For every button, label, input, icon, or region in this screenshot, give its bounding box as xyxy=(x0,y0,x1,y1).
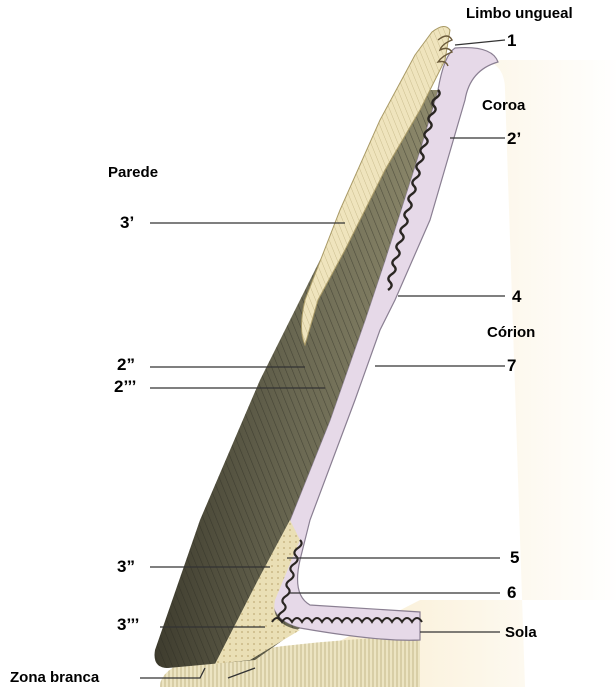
label-3-triple-prime: 3’’’ xyxy=(117,616,139,633)
label-limbo-ungueal: Limbo ungueal xyxy=(466,6,573,21)
label-corion: Córion xyxy=(487,325,535,340)
label-3-double-prime: 3” xyxy=(117,558,135,575)
label-coroa: Coroa xyxy=(482,98,525,113)
label-2-double-prime: 2” xyxy=(117,356,135,373)
label-2-prime: 2’ xyxy=(507,130,521,147)
label-parede: Parede xyxy=(108,165,158,180)
label-5: 5 xyxy=(510,549,519,566)
label-6: 6 xyxy=(507,584,516,601)
label-3-prime: 3’ xyxy=(120,214,134,231)
label-1: 1 xyxy=(507,32,516,49)
label-7: 7 xyxy=(507,357,516,374)
label-2-triple-prime: 2’’’ xyxy=(114,378,136,395)
label-zona-branca: Zona branca xyxy=(10,670,99,685)
label-sola: Sola xyxy=(505,625,537,640)
label-4: 4 xyxy=(512,288,521,305)
